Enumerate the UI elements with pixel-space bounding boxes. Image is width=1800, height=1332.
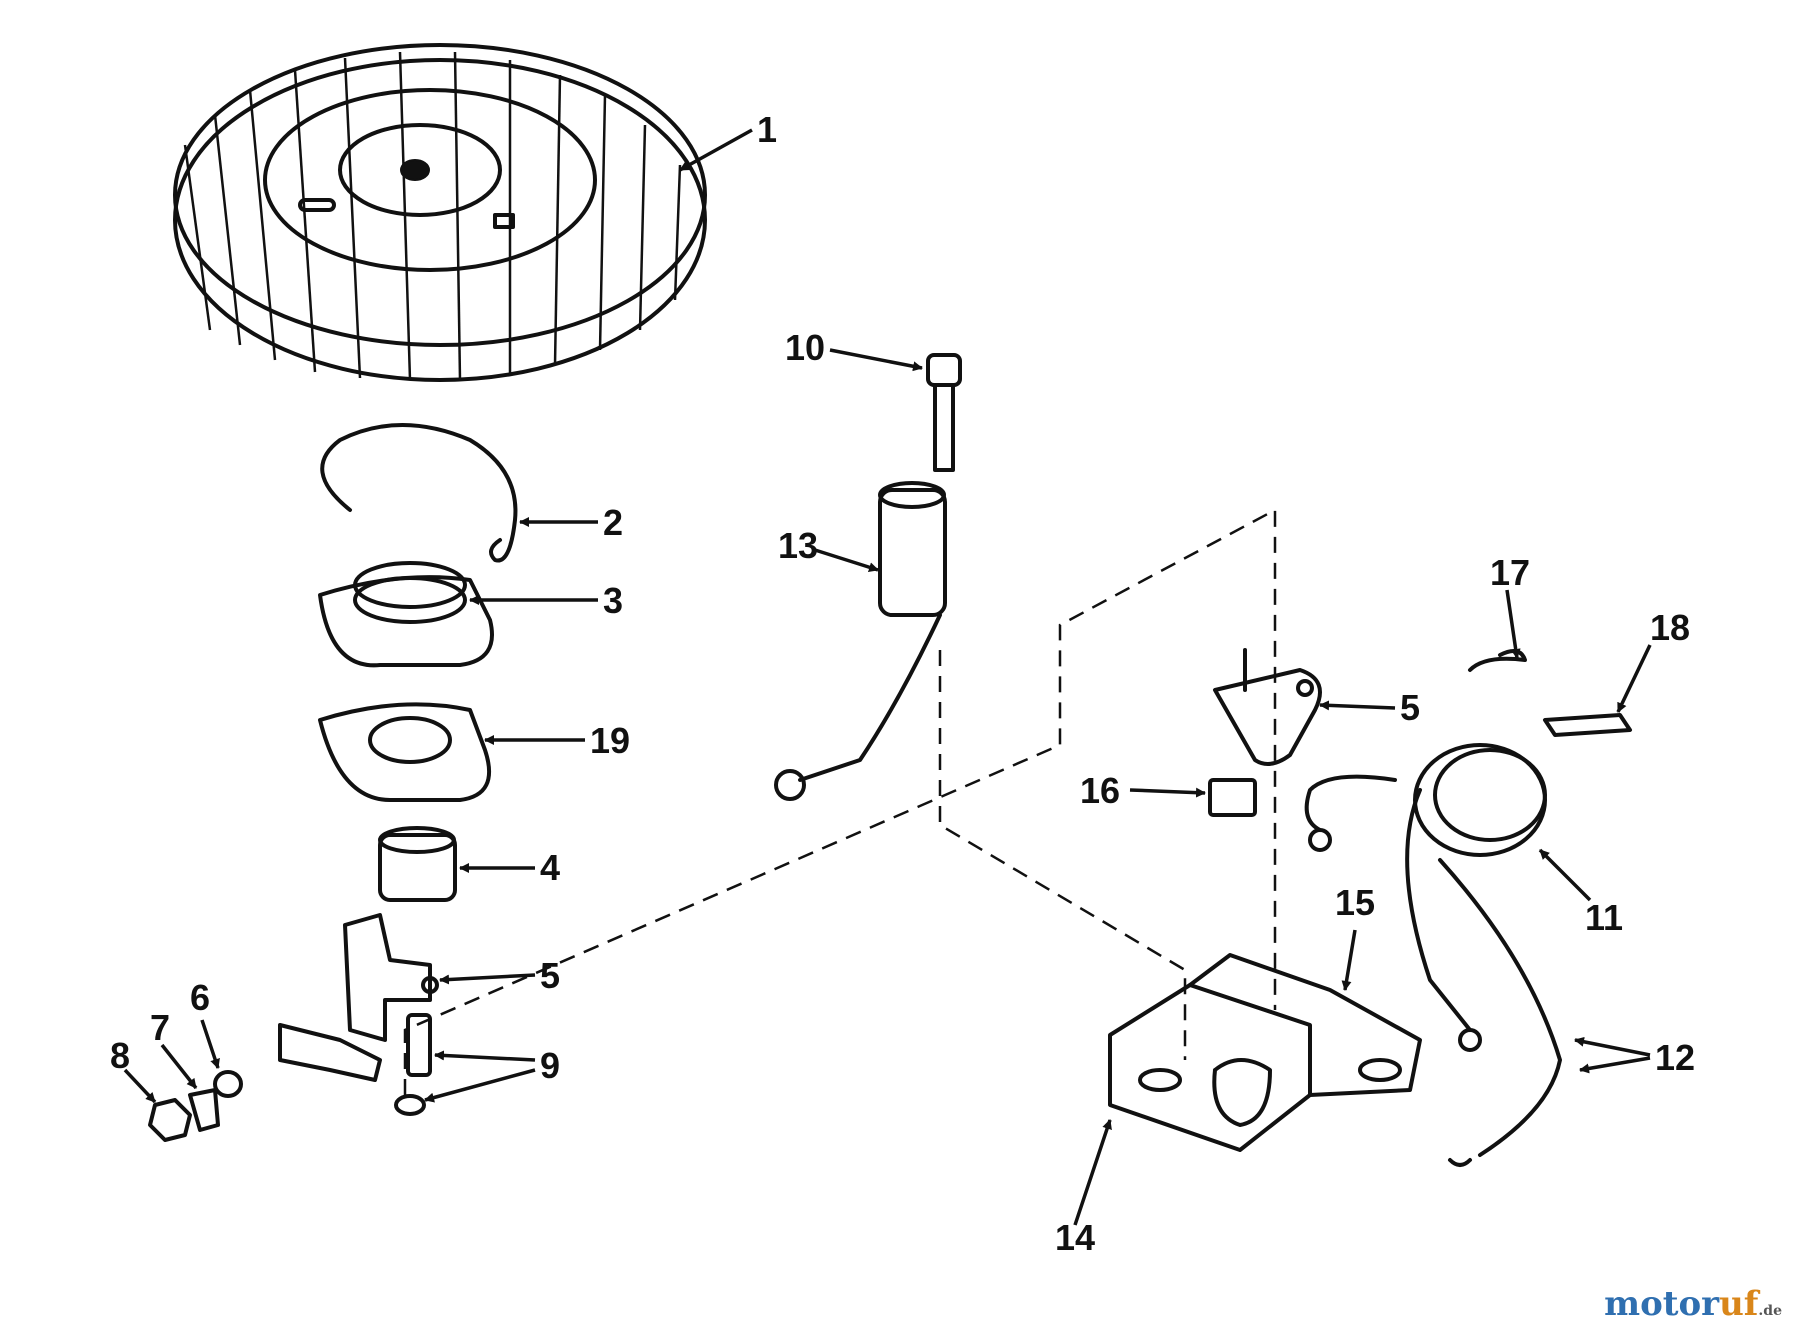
label-3: 3: [603, 580, 623, 621]
ignition-coil: [1304, 743, 1562, 1167]
clip: [1543, 713, 1632, 737]
assembly-guide-lines: [403, 507, 1277, 1095]
bushing: [378, 826, 457, 902]
stator-plate: [318, 561, 494, 668]
label-6: 6: [190, 977, 210, 1018]
flywheel: [173, 43, 707, 382]
watermark-suffix: .de: [1758, 1303, 1782, 1319]
label-19: 19: [590, 720, 630, 761]
condenser-screw: [926, 353, 962, 472]
label-15: 15: [1335, 882, 1375, 923]
condenser: [774, 481, 947, 801]
breaker-arm: [278, 913, 439, 1082]
callout-labels: 1 2 3 19 4 5 6 7 8 9 10 13 15 14 16 5 17…: [110, 109, 1695, 1258]
spring: [1468, 649, 1527, 672]
terminal-bracket: [188, 1088, 220, 1132]
label-8: 8: [110, 1035, 130, 1076]
label-17: 17: [1490, 552, 1530, 593]
label-5-left: 5: [540, 955, 560, 996]
label-10: 10: [785, 327, 825, 368]
watermark-logo: motoruf.de: [1604, 1284, 1782, 1324]
label-16: 16: [1080, 770, 1120, 811]
label-9: 9: [540, 1045, 560, 1086]
label-4: 4: [540, 847, 560, 888]
label-5-right: 5: [1400, 687, 1420, 728]
hex-nut: [148, 1098, 192, 1142]
armature-bracket: [1108, 953, 1422, 1152]
spring-clip: [320, 423, 518, 563]
leader-arrows: [123, 128, 1652, 1226]
breaker-plate: [1213, 648, 1322, 766]
label-18: 18: [1650, 607, 1690, 648]
label-13: 13: [778, 525, 818, 566]
label-11: 11: [1585, 897, 1623, 938]
label-14: 14: [1055, 1217, 1095, 1258]
watermark-accent: uf: [1719, 1284, 1759, 1324]
screw-and-washer: [394, 1013, 432, 1116]
label-2: 2: [603, 502, 623, 543]
washer-plate: [318, 702, 491, 802]
washer: [213, 1070, 243, 1098]
watermark-main: motor: [1604, 1284, 1720, 1324]
label-12: 12: [1655, 1037, 1695, 1078]
label-1: 1: [757, 109, 777, 150]
pad: [1208, 778, 1257, 817]
label-7: 7: [150, 1007, 170, 1048]
